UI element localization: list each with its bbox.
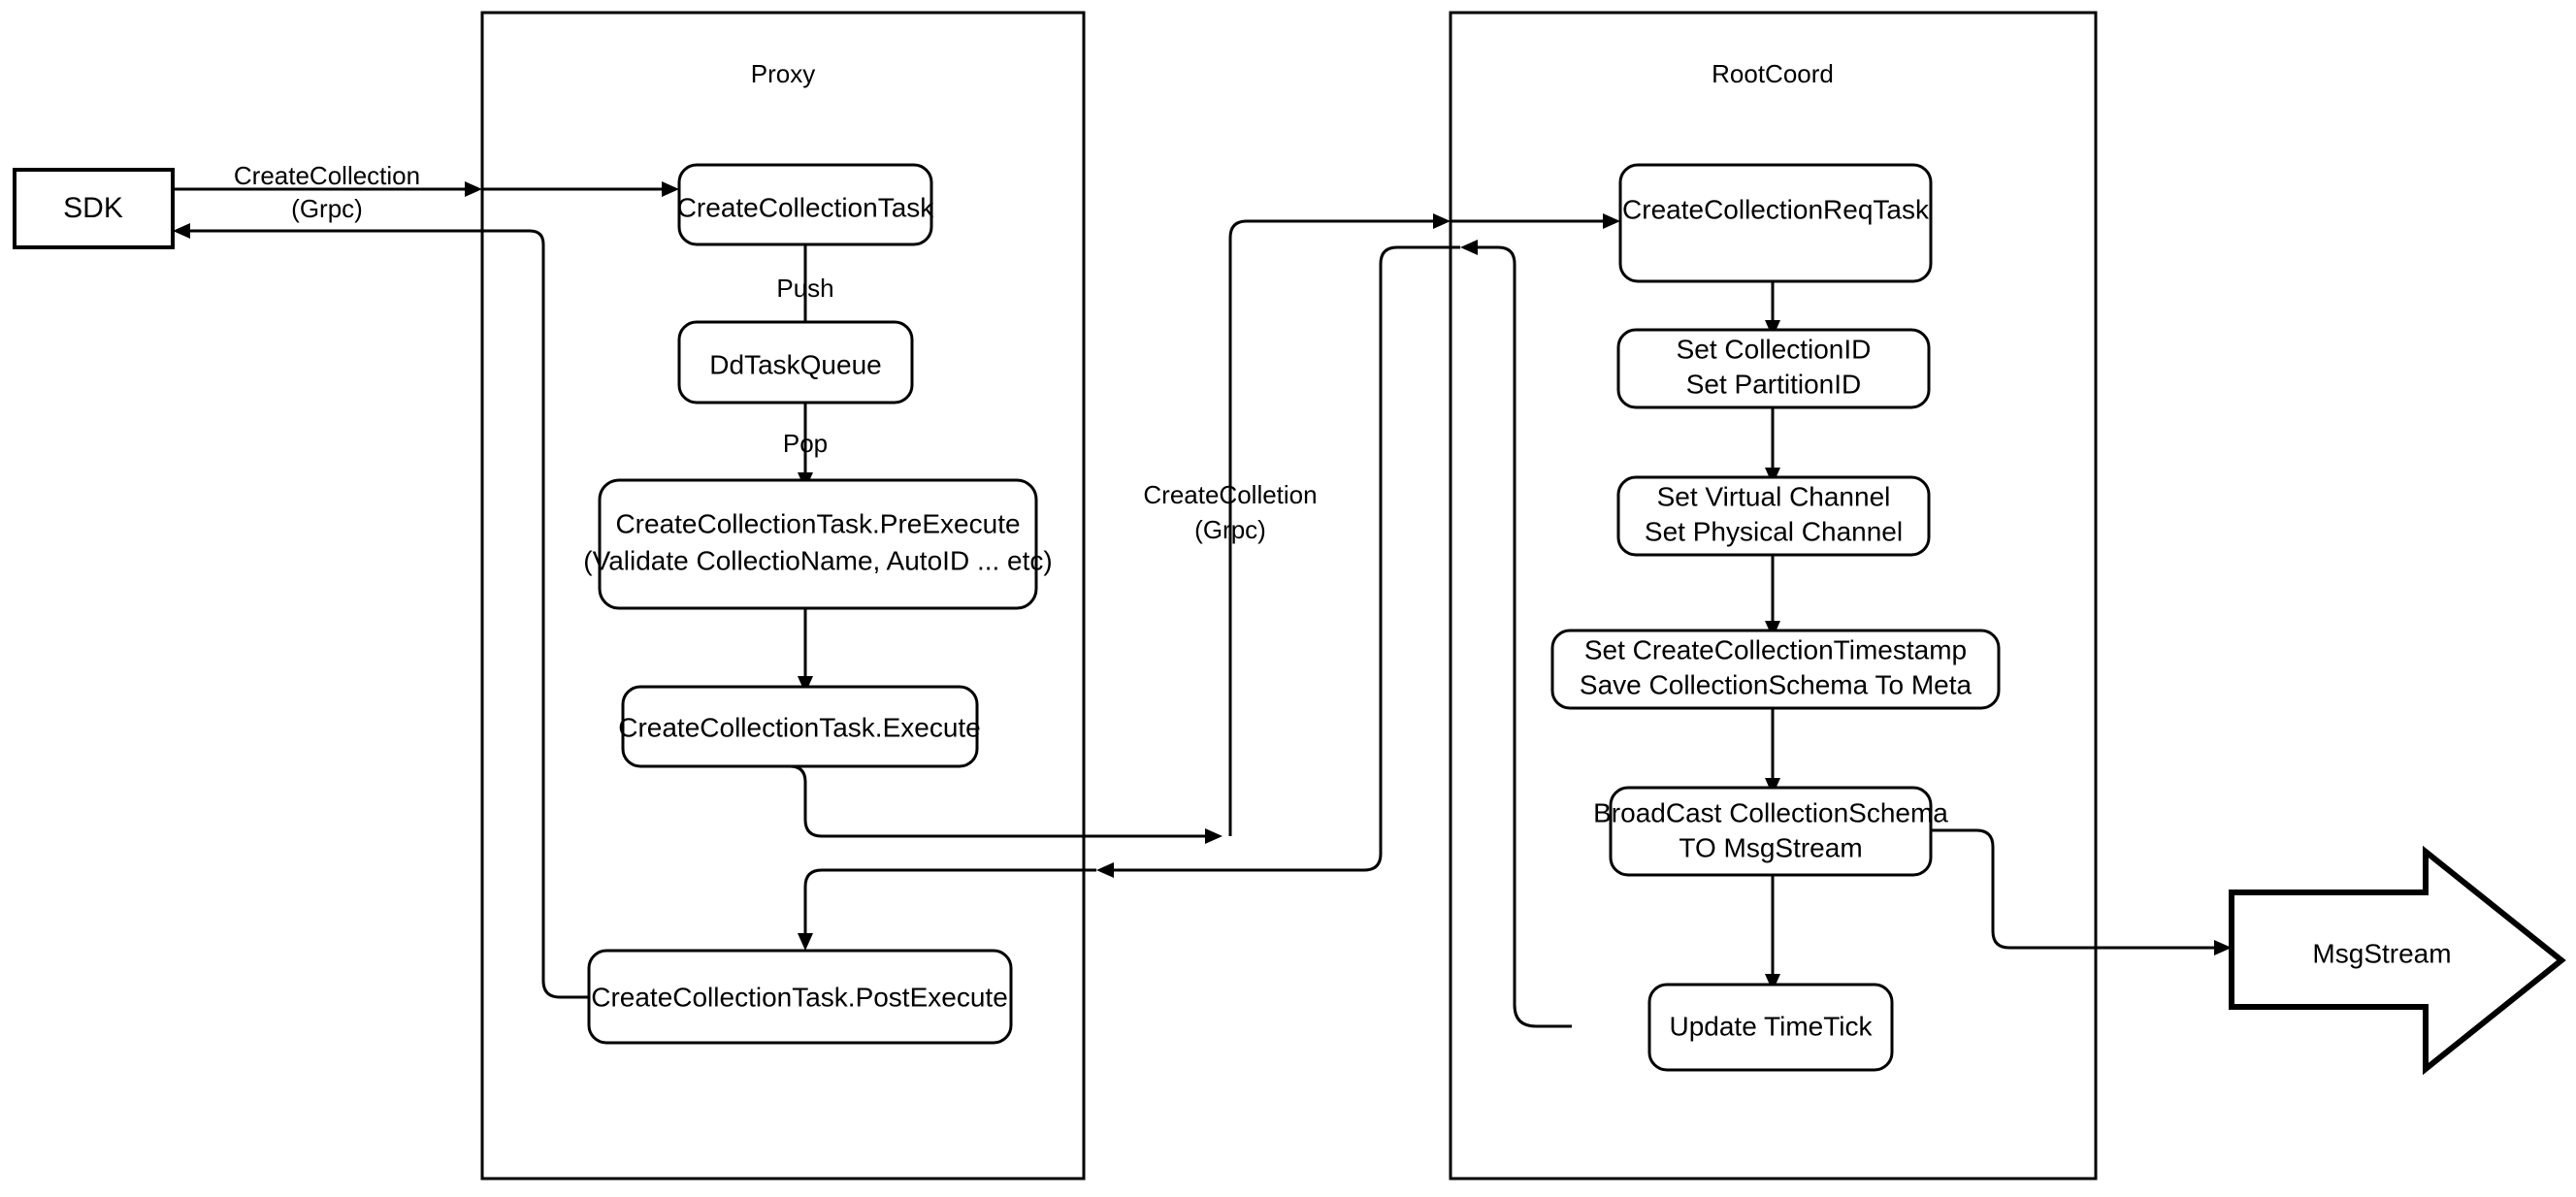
node-sdk[interactable]: SDK	[13, 168, 175, 249]
edge-postexecute-to-sdk	[173, 223, 589, 999]
edge-label-grpc-line1: CreateColletion	[1143, 480, 1317, 509]
edge-broadcast-to-updatetimetick	[1765, 875, 1780, 991]
msgstream-label: MsgStream	[2312, 938, 2451, 968]
node-set-timestamp[interactable]: Set CreateCollectionTimestamp Save Colle…	[1550, 629, 2001, 710]
create-collection-task-label: CreateCollectionTask	[677, 192, 935, 222]
edge-pop: Pop	[783, 403, 828, 490]
edge-preexecute-to-execute	[798, 608, 813, 694]
edge-boundary-to-createcollectionreqtask	[1451, 213, 1620, 229]
create-collection-task-box[interactable]	[677, 163, 933, 246]
pre-execute-label-line1: CreateCollectionTask.PreExecute	[615, 508, 1020, 538]
node-update-timetick[interactable]: Update TimeTick	[1647, 983, 1894, 1072]
update-timetick-box[interactable]	[1647, 983, 1894, 1072]
node-pre-execute[interactable]: CreateCollectionTask.PreExecute (Validat…	[583, 478, 1053, 610]
create-collection-req-task-label: CreateCollectionReqTask	[1622, 194, 1930, 224]
edge-grpc-response-to-proxy	[1096, 245, 1460, 878]
set-ids-label-line1: Set CollectionID	[1677, 334, 1872, 364]
dd-task-queue-label: DdTaskQueue	[709, 349, 881, 379]
set-timestamp-label-line1: Set CreateCollectionTimestamp	[1584, 634, 1967, 664]
edge-broadcast-to-msgstream	[1931, 828, 2232, 955]
edge-label-pop: Pop	[783, 429, 828, 458]
edge-label-createcollection-line2: (Grpc)	[291, 194, 363, 223]
update-timetick-label: Update TimeTick	[1669, 1011, 1873, 1041]
set-ids-label-line2: Set PartitionID	[1686, 369, 1862, 399]
sdk-label: SDK	[63, 192, 123, 224]
node-set-ids[interactable]: Set CollectionID Set PartitionID	[1616, 328, 1931, 409]
edge-label-createcollection-line1: CreateCollection	[234, 161, 420, 190]
create-collection-req-task-box[interactable]	[1618, 163, 1933, 283]
proxy-container-label: Proxy	[751, 59, 815, 88]
broadcast-label-line1: BroadCast CollectionSchema	[1593, 797, 1948, 827]
edge-response-to-postexecute	[798, 868, 1096, 951]
edge-boundary-to-createcollectiontask	[482, 181, 679, 197]
execute-label: CreateCollectionTask.Execute	[618, 712, 981, 742]
node-dd-task-queue[interactable]: DdTaskQueue	[677, 320, 914, 404]
node-broadcast[interactable]: BroadCast CollectionSchema TO MsgStream	[1593, 786, 1948, 877]
execute-box[interactable]	[621, 685, 979, 768]
set-channels-box[interactable]	[1616, 475, 1931, 557]
post-execute-label: CreateCollectionTask.PostExecute	[591, 982, 1008, 1012]
rootcoord-container-label: RootCoord	[1712, 59, 1834, 88]
set-channels-label-line2: Set Physical Channel	[1645, 516, 1903, 546]
edge-label-createcollection-grpc: CreateCollection (Grpc)	[234, 161, 420, 223]
edge-label-push: Push	[776, 274, 833, 303]
node-msgstream[interactable]: MsgStream	[2229, 845, 2566, 1076]
set-timestamp-box[interactable]	[1550, 629, 2001, 710]
pre-execute-box[interactable]	[598, 478, 1038, 610]
node-create-collection-req-task[interactable]: CreateCollectionReqTask	[1618, 163, 1933, 283]
edge-sdk-to-proxy	[173, 181, 482, 197]
edge-updatetimetick-to-proxy	[1460, 240, 1572, 1028]
node-execute[interactable]: CreateCollectionTask.Execute	[618, 685, 981, 768]
pre-execute-label-line2: (Validate CollectioName, AutoID ... etc)	[583, 545, 1052, 575]
sdk-box[interactable]	[13, 168, 175, 249]
node-post-execute[interactable]: CreateCollectionTask.PostExecute	[587, 949, 1013, 1045]
node-set-channels[interactable]: Set Virtual Channel Set Physical Channel	[1616, 475, 1931, 557]
set-ids-box[interactable]	[1616, 328, 1931, 409]
broadcast-box[interactable]	[1609, 786, 1933, 877]
edge-grpc-request-to-rootcoord: CreateColletion (Grpc)	[1143, 213, 1451, 836]
broadcast-label-line2: TO MsgStream	[1679, 832, 1862, 862]
edge-label-grpc-line2: (Grpc)	[1194, 515, 1266, 544]
dd-task-queue-box[interactable]	[677, 320, 914, 404]
set-channels-label-line1: Set Virtual Channel	[1657, 481, 1891, 511]
msgstream-arrow-shape[interactable]	[2229, 845, 2566, 1076]
node-create-collection-task[interactable]: CreateCollectionTask	[677, 163, 935, 246]
set-timestamp-label-line2: Save CollectionSchema To Meta	[1580, 669, 1973, 699]
post-execute-box[interactable]	[587, 949, 1013, 1045]
